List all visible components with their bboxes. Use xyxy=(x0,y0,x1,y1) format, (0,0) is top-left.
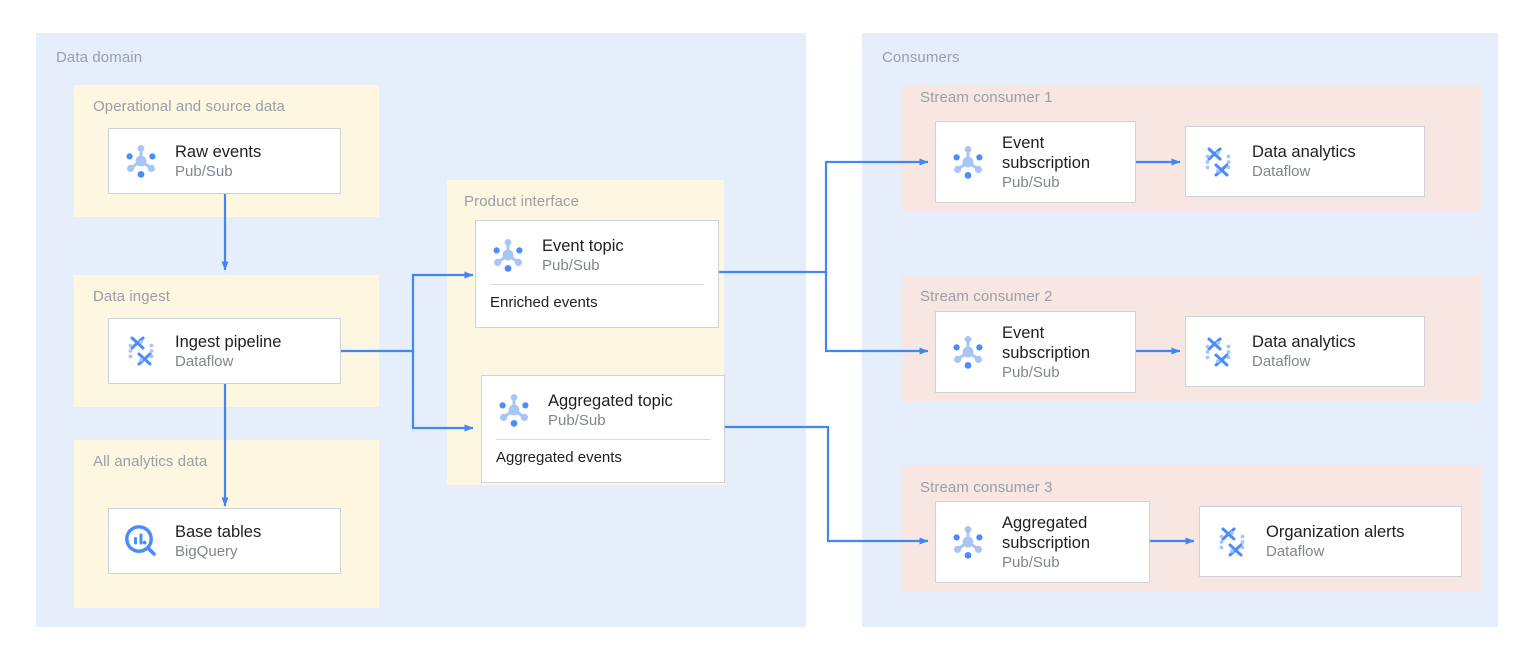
card-title: Event subscription xyxy=(1002,133,1091,172)
dataflow-icon xyxy=(128,336,154,366)
card-divider xyxy=(496,439,710,440)
dataflow-icon xyxy=(1205,337,1231,366)
card-title: Base tables xyxy=(175,522,262,541)
card-subtitle: Dataflow xyxy=(1252,163,1311,180)
card-title: Raw events xyxy=(175,142,262,161)
card-title: Aggregated topic xyxy=(548,391,673,410)
group-operational-and-source-data-label: Operational and source data xyxy=(93,98,285,115)
dataflow-icon xyxy=(1219,527,1245,556)
card-subtitle: BigQuery xyxy=(175,542,238,560)
card-title: Organization alerts xyxy=(1266,523,1405,541)
card-title: Ingest pipeline xyxy=(175,332,282,351)
card-event-subscription-1[interactable]: Event subscription Pub/Sub xyxy=(935,121,1136,203)
group-stream-consumer-2-label: Stream consumer 2 xyxy=(920,288,1053,305)
card-event-topic[interactable]: Event topic Pub/Sub Enriched events xyxy=(475,220,719,328)
card-base-tables[interactable]: Base tables BigQuery xyxy=(108,508,341,574)
group-data-ingest-label: Data ingest xyxy=(93,288,170,305)
card-subtitle: Dataflow xyxy=(175,352,234,370)
card-subtitle: Dataflow xyxy=(1266,543,1325,560)
group-all-analytics-data-label: All analytics data xyxy=(93,453,208,470)
card-subtitle: Pub/Sub xyxy=(1002,553,1060,571)
card-ingest-pipeline[interactable]: Ingest pipeline Dataflow xyxy=(108,318,341,384)
card-raw-events[interactable]: Raw events Pub/Sub xyxy=(108,128,341,194)
group-stream-consumer-3-label: Stream consumer 3 xyxy=(920,479,1053,496)
dataflow-icon xyxy=(1205,147,1231,176)
group-product-interface-label: Product interface xyxy=(464,193,580,210)
card-aggregated-topic[interactable]: Aggregated topic Pub/Sub Aggregated even… xyxy=(481,375,725,483)
pubsub-icon xyxy=(953,146,983,179)
card-subtitle: Pub/Sub xyxy=(542,256,600,274)
card-divider xyxy=(490,284,704,285)
panel-consumers-label: Consumers xyxy=(882,49,960,66)
group-stream-consumer-1-label: Stream consumer 1 xyxy=(920,89,1053,106)
pubsub-icon xyxy=(953,526,983,559)
pubsub-icon xyxy=(493,239,523,272)
panel-data-domain-label: Data domain xyxy=(56,49,143,66)
card-data-analytics-2[interactable]: Data analytics Dataflow xyxy=(1185,316,1425,387)
card-subtitle: Pub/Sub xyxy=(548,411,606,429)
card-title: Event topic xyxy=(542,236,624,255)
pubsub-icon xyxy=(499,394,529,427)
pubsub-icon xyxy=(126,145,156,178)
card-subtitle: Pub/Sub xyxy=(1002,363,1060,381)
card-footer: Aggregated events xyxy=(496,449,622,466)
card-title: Event subscription xyxy=(1002,323,1091,362)
card-title: Data analytics xyxy=(1252,143,1356,161)
card-subtitle: Pub/Sub xyxy=(1002,173,1060,191)
pubsub-icon xyxy=(953,336,983,369)
card-subtitle: Dataflow xyxy=(1252,353,1311,370)
card-organization-alerts[interactable]: Organization alerts Dataflow xyxy=(1199,506,1462,577)
card-footer: Enriched events xyxy=(490,294,598,311)
card-subtitle: Pub/Sub xyxy=(175,162,233,180)
card-aggregated-subscription[interactable]: Aggregated subscription Pub/Sub xyxy=(935,501,1150,583)
card-title: Data analytics xyxy=(1252,333,1356,351)
card-data-analytics-1[interactable]: Data analytics Dataflow xyxy=(1185,126,1425,197)
card-event-subscription-2[interactable]: Event subscription Pub/Sub xyxy=(935,311,1136,393)
bigquery-icon xyxy=(125,525,156,556)
card-title: Aggregated subscription xyxy=(1002,513,1091,552)
